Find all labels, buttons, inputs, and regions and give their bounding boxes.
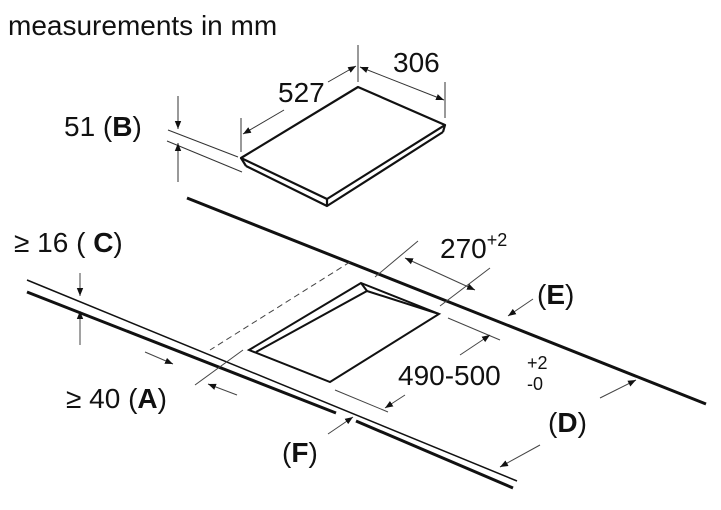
hob <box>239 85 447 208</box>
label-f: (F) <box>282 437 318 468</box>
hob-height-label: 51 (B) <box>64 111 142 142</box>
label-d: (D) <box>548 407 587 438</box>
cutout-width-tol-plus: +2 <box>527 353 548 373</box>
worktop-thickness-label: ≥ 16 ( C) <box>14 227 123 258</box>
hob-width-label: 527 <box>278 77 325 108</box>
label-e: (E) <box>537 279 574 310</box>
cutout-guides <box>76 240 637 468</box>
cutout <box>246 281 442 384</box>
cutout-depth-label: 270+2 <box>440 230 507 264</box>
title: measurements in mm <box>8 10 277 41</box>
hob-depth-label: 306 <box>393 47 440 78</box>
cutout-width-tol-minus: -0 <box>527 374 543 394</box>
front-gap-label: ≥ 40 (A) <box>66 383 167 414</box>
hob-dimension-lines <box>166 45 446 182</box>
cutout-width-label: 490-500 <box>398 360 501 391</box>
